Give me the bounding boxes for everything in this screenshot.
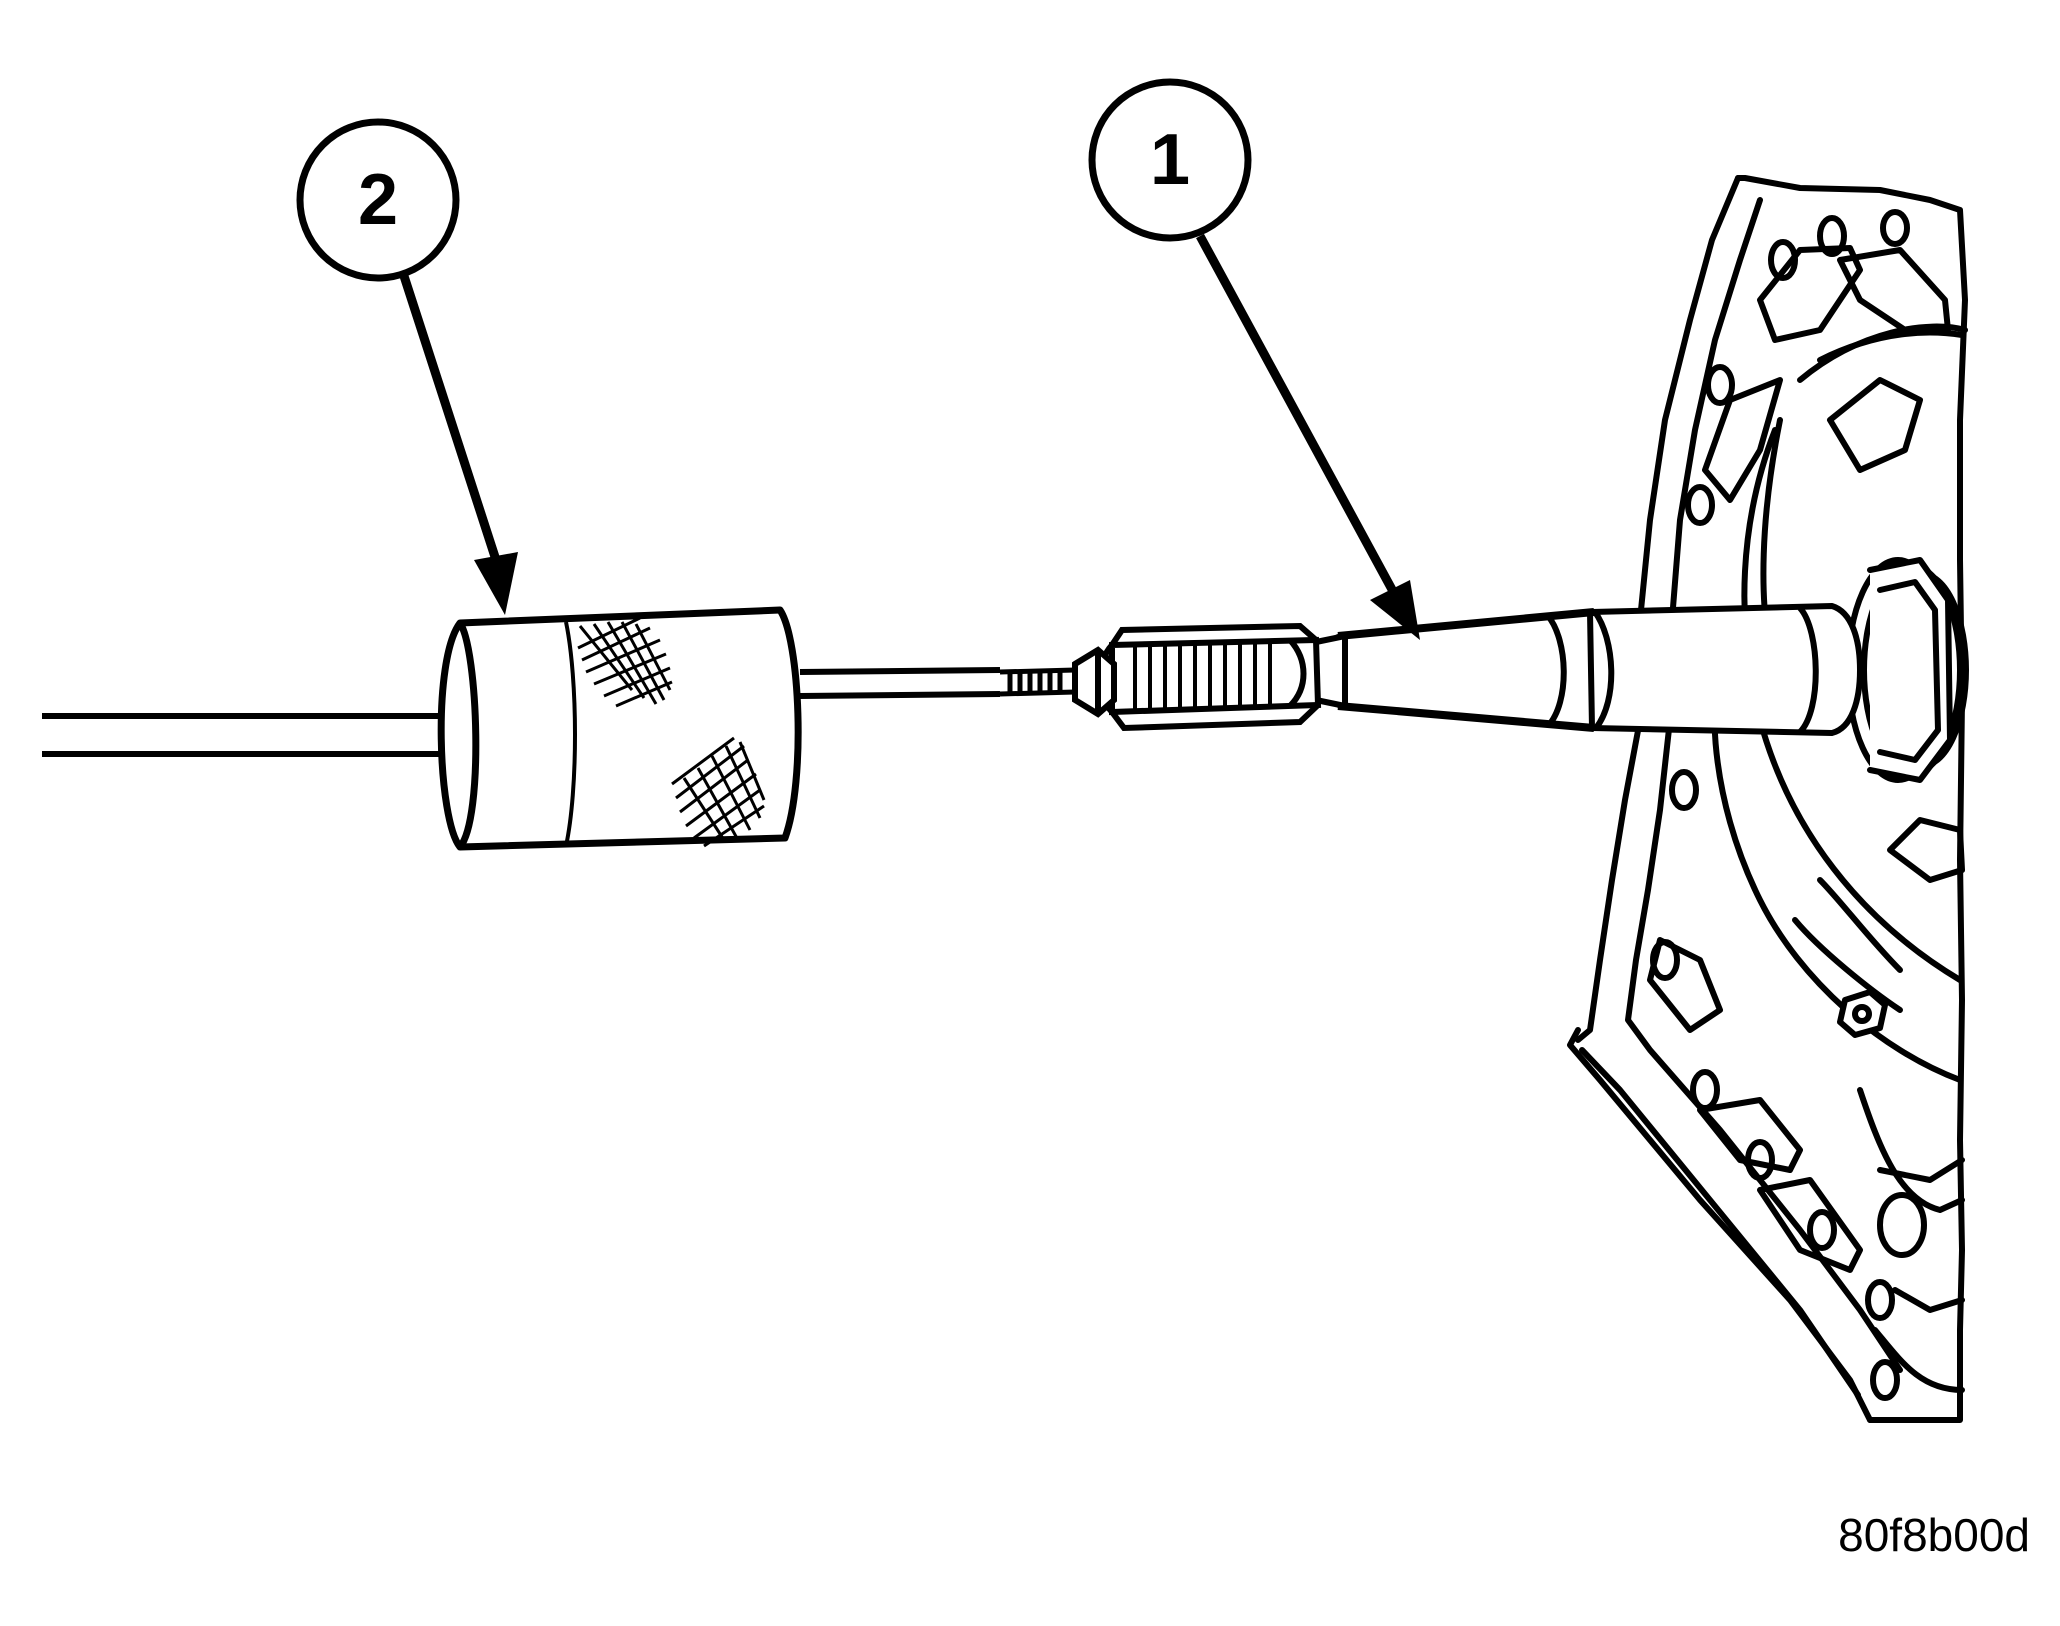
hex-nut bbox=[1072, 646, 1117, 718]
installer-tool bbox=[1301, 603, 1863, 736]
slide-hammer-weight bbox=[437, 606, 802, 851]
transmission-case bbox=[1567, 175, 1969, 1423]
threaded-rod bbox=[999, 667, 1076, 697]
callout-1: 1 bbox=[1088, 78, 1420, 640]
knurl-pattern bbox=[577, 616, 766, 848]
callout-2-circle bbox=[296, 118, 460, 282]
callout-1-arrow bbox=[1196, 233, 1420, 640]
callout-2-arrow bbox=[399, 274, 518, 615]
callout-1-label: 1 bbox=[1150, 120, 1190, 200]
splined-coupler bbox=[1087, 622, 1322, 732]
handle-rod bbox=[42, 713, 442, 757]
slide-hammer-rod bbox=[799, 667, 1001, 699]
figure-id: 80f8b00d bbox=[1838, 1509, 2030, 1561]
bolt-head bbox=[1837, 989, 1888, 1038]
callout-1-circle bbox=[1088, 78, 1252, 242]
callout-2: 2 bbox=[296, 118, 518, 615]
callout-2-label: 2 bbox=[358, 160, 398, 240]
